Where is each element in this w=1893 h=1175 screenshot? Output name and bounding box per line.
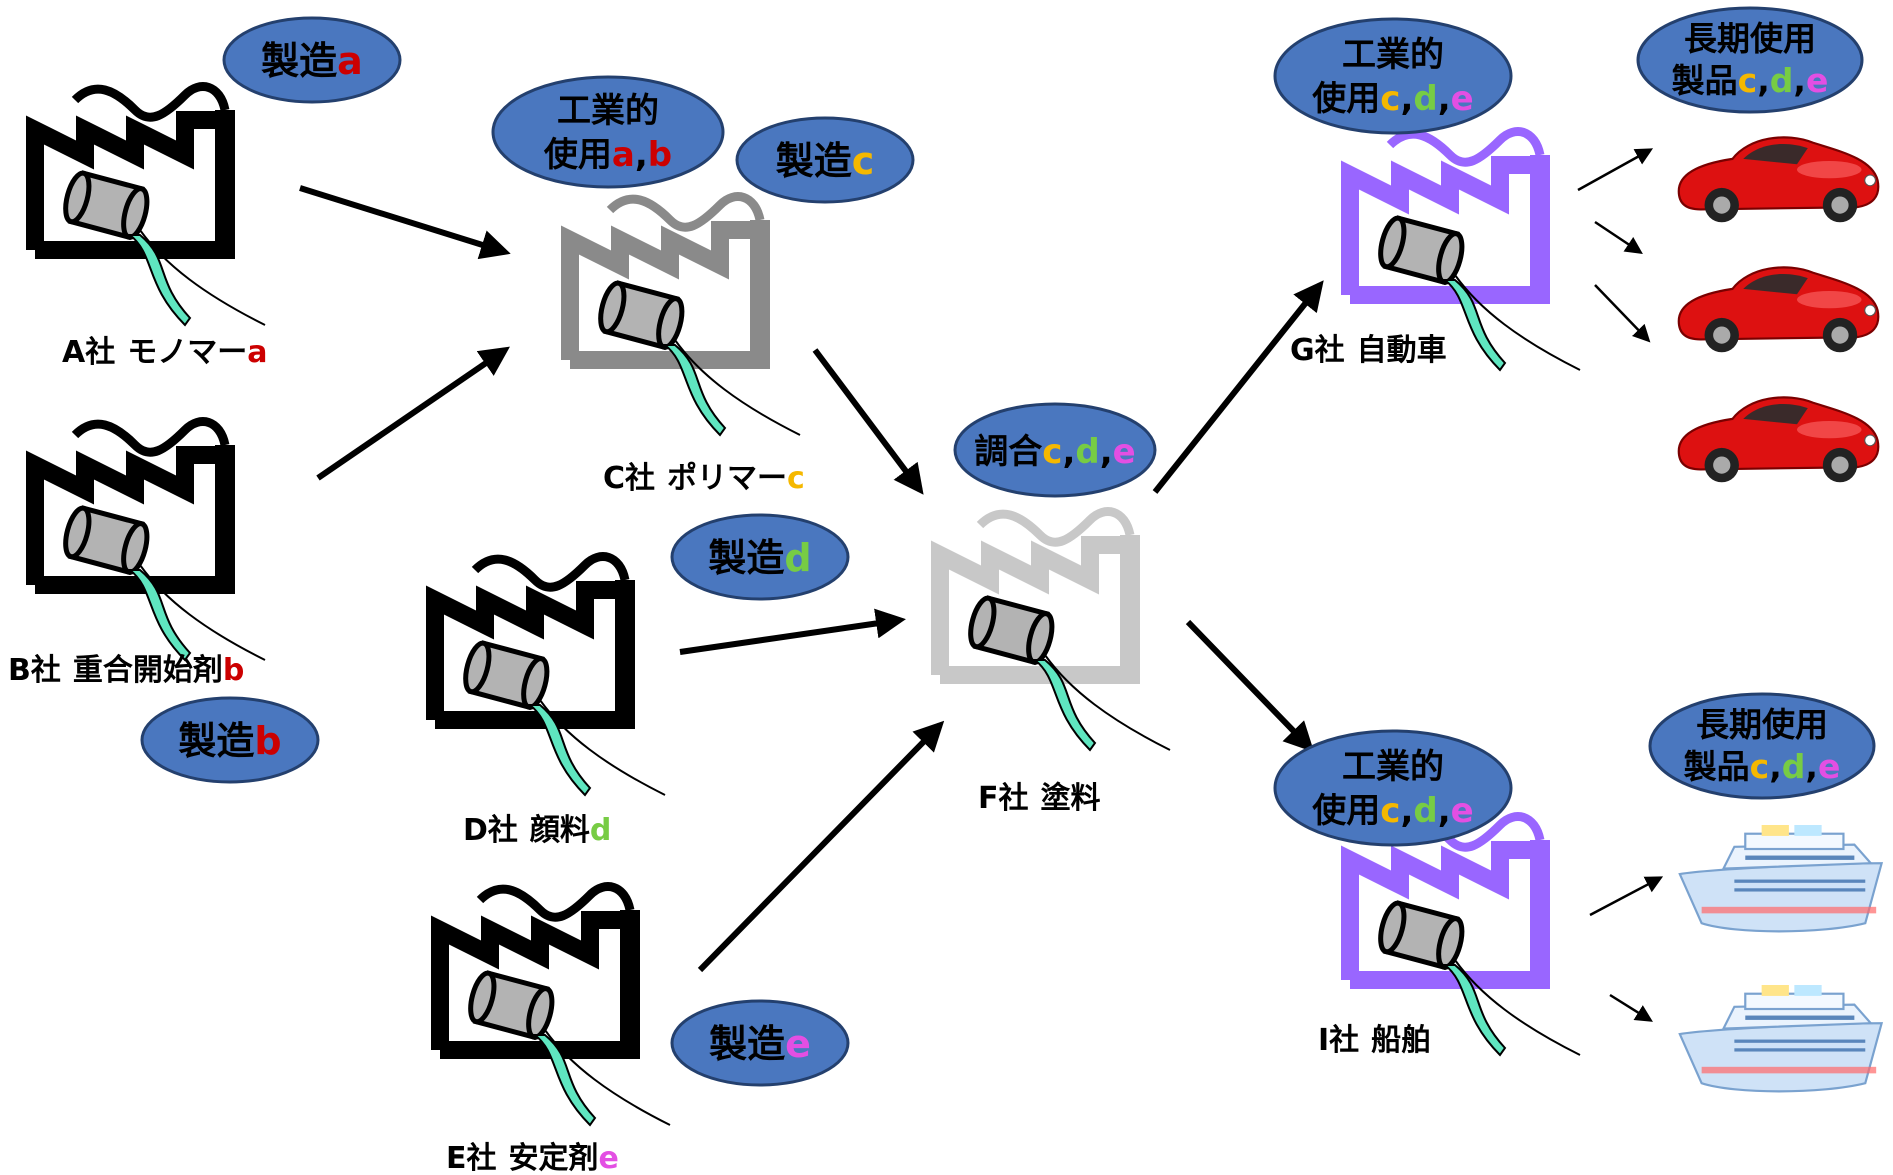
arrow-g-car-1 bbox=[1577, 148, 1654, 192]
bubble-longterm-car-line1: 長期使用 bbox=[1684, 19, 1816, 58]
flow-arrows bbox=[299, 185, 1324, 973]
factory-e bbox=[440, 887, 670, 1125]
cars bbox=[1677, 136, 1880, 484]
label-company-f: F社塗料 bbox=[978, 781, 1101, 816]
bubble-blend-text: 調合c,d,e bbox=[974, 432, 1135, 472]
ships bbox=[1678, 823, 1883, 1093]
bubble-industrial-g-line2: 使用c,d,e bbox=[1311, 79, 1473, 119]
arrow-e-to-f bbox=[697, 720, 945, 973]
ship-icon bbox=[1678, 823, 1883, 933]
car-icon bbox=[1677, 136, 1880, 224]
label-company-i: I社船舶 bbox=[1318, 1023, 1431, 1058]
bubble-longterm-ship-line2: 製品c,d,e bbox=[1684, 747, 1841, 786]
bubble-industrial-ab bbox=[491, 75, 725, 189]
arrow-d-to-f bbox=[679, 608, 906, 655]
bubble-manufacture-c bbox=[735, 116, 915, 204]
bubble-longterm-ship-line1: 長期使用 bbox=[1696, 705, 1828, 744]
arrow-f-to-g bbox=[1152, 280, 1324, 494]
bubble-manufacture-a-text: 製造a bbox=[261, 39, 363, 83]
label-company-g: G社自動車 bbox=[1290, 333, 1447, 368]
arrow-g-car-3 bbox=[1594, 284, 1651, 343]
factory-i bbox=[1350, 817, 1580, 1055]
label-company-b: B社重合開始剤b bbox=[8, 653, 244, 688]
bubble-industrial-i-line1: 工業的 bbox=[1342, 747, 1444, 787]
car-icon bbox=[1677, 266, 1880, 354]
label-company-a: A社モノマーa bbox=[62, 335, 267, 370]
factory-d bbox=[435, 557, 665, 795]
bubble-industrial-g bbox=[1273, 17, 1513, 135]
bubble-blend bbox=[953, 402, 1157, 498]
bubble-manufacture-e-text: 製造e bbox=[709, 1022, 811, 1066]
bubble-industrial-i bbox=[1273, 729, 1513, 847]
arrow-b-to-c bbox=[316, 346, 510, 481]
bubble-longterm-ship bbox=[1648, 692, 1876, 800]
factory-f bbox=[940, 512, 1170, 750]
bubble-longterm-car bbox=[1636, 6, 1864, 114]
bubble-industrial-ab-line2: 使用a,b bbox=[543, 135, 672, 175]
arrow-g-car-2 bbox=[1594, 220, 1643, 254]
bubble-industrial-g-line1: 工業的 bbox=[1342, 35, 1444, 75]
bubble-manufacture-b-text: 製造b bbox=[178, 719, 281, 763]
bubble-manufacture-d-text: 製造d bbox=[708, 536, 811, 580]
arrow-a-to-c bbox=[299, 185, 511, 260]
bubble-manufacture-c-text: 製造c bbox=[776, 139, 875, 183]
arrow-i-ship-1 bbox=[1589, 876, 1664, 917]
factory-c bbox=[570, 197, 800, 435]
bubble-manufacture-e bbox=[670, 999, 850, 1087]
car-icon bbox=[1677, 396, 1880, 484]
factory-a bbox=[35, 87, 265, 325]
factory-b bbox=[35, 422, 265, 660]
bubble-industrial-ab-line1: 工業的 bbox=[557, 91, 659, 131]
bubble-manufacture-d bbox=[670, 513, 850, 601]
product-arrows bbox=[1577, 148, 1664, 1022]
label-company-c: C社ポリマーc bbox=[603, 461, 805, 496]
label-company-e: E社安定剤e bbox=[446, 1141, 619, 1175]
arrow-c-to-f bbox=[812, 348, 924, 495]
ship-icon bbox=[1678, 983, 1883, 1093]
bubble-longterm-car-line2: 製品c,d,e bbox=[1672, 61, 1829, 100]
label-company-d: D社顔料d bbox=[463, 813, 611, 848]
bubble-manufacture-a bbox=[222, 16, 402, 104]
arrow-i-ship-2 bbox=[1609, 993, 1653, 1022]
arrow-f-to-i bbox=[1185, 619, 1315, 753]
bubble-manufacture-b bbox=[140, 696, 320, 784]
bubble-industrial-i-line2: 使用c,d,e bbox=[1311, 791, 1473, 831]
